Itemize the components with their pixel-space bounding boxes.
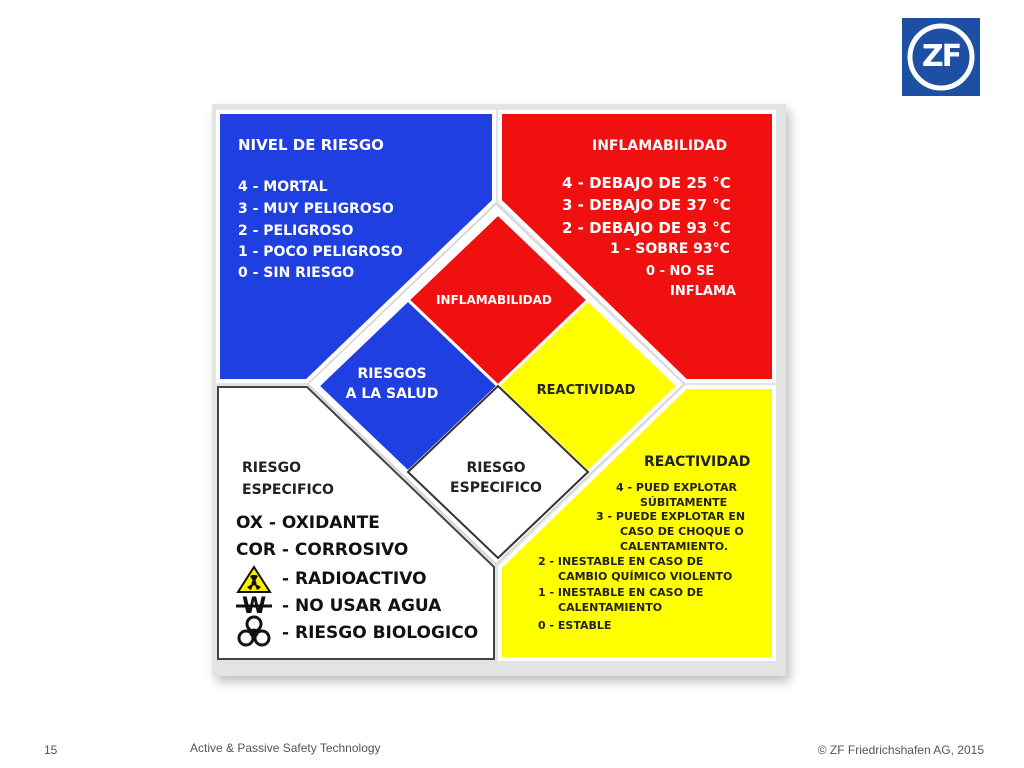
copyright: © ZF Friedrichshafen AG, 2015 bbox=[817, 743, 984, 757]
diamond-left-label: RIESGOS bbox=[357, 366, 426, 382]
specific-item: - NO USAR AGUA bbox=[282, 596, 442, 616]
logo-background bbox=[902, 18, 980, 96]
flammability-item: 4 - DEBAJO DE 25 °C bbox=[562, 174, 731, 192]
logo-text: ZF bbox=[921, 39, 962, 74]
diamond-bottom-label: RIESGO bbox=[466, 460, 525, 476]
biohazard-icon bbox=[237, 615, 271, 647]
health-item: 2 - PELIGROSO bbox=[238, 223, 354, 239]
health-item: 1 - POCO PELIGROSO bbox=[238, 244, 403, 260]
specific-item: COR - CORROSIVO bbox=[236, 540, 408, 560]
logo-ring bbox=[907, 23, 975, 91]
flammability-item: 3 - DEBAJO DE 37 °C bbox=[562, 196, 731, 214]
radioactive-icon bbox=[236, 565, 272, 593]
reactivity-item: 2 - INESTABLE EN CASO DE bbox=[538, 555, 703, 568]
reactivity-title: REACTIVIDAD bbox=[644, 454, 750, 470]
reactivity-item: 3 - PUEDE EXPLOTAR EN bbox=[596, 510, 745, 523]
reactivity-item: 0 - ESTABLE bbox=[538, 619, 611, 632]
no-water-icon: W bbox=[236, 594, 272, 619]
reactivity-item: CALENTAMIENTO. bbox=[620, 540, 728, 553]
specific-panel bbox=[217, 386, 495, 660]
reactivity-item: CALENTAMIENTO bbox=[558, 601, 662, 614]
diamond-right-label: REACTIVIDAD bbox=[537, 383, 636, 398]
reactivity-panel bbox=[498, 385, 776, 661]
flammability-panel bbox=[498, 110, 776, 383]
health-item: 4 - MORTAL bbox=[238, 179, 328, 195]
flammability-item: 1 - SOBRE 93°C bbox=[610, 241, 730, 257]
reactivity-item: CAMBIO QUÍMICO VIOLENTO bbox=[558, 570, 732, 583]
specific-title: RIESGO bbox=[242, 460, 301, 476]
flammability-item: INFLAMA bbox=[670, 284, 736, 299]
diamond-left-label: A LA SALUD bbox=[346, 386, 439, 402]
diamond-top-label: INFLAMABILIDAD bbox=[436, 293, 552, 307]
flammability-title: INFLAMABILIDAD bbox=[592, 138, 727, 154]
reactivity-item: CASO DE CHOQUE O bbox=[620, 525, 744, 538]
footer-title: Active & Passive Safety Technology bbox=[190, 741, 381, 755]
reactivity-item: 4 - PUED EXPLOTAR bbox=[616, 481, 738, 494]
health-item: 0 - SIN RIESGO bbox=[238, 265, 354, 281]
specific-item: - RADIOACTIVO bbox=[282, 569, 427, 589]
reactivity-item: 1 - INESTABLE EN CASO DE bbox=[538, 586, 703, 599]
specific-item: - RIESGO BIOLOGICO bbox=[282, 623, 478, 643]
health-title: NIVEL DE RIESGO bbox=[238, 136, 384, 154]
specific-title: ESPECIFICO bbox=[242, 482, 334, 498]
page-number: 15 bbox=[44, 743, 58, 757]
flammability-item: 0 - NO SE bbox=[646, 264, 714, 279]
diamond-bottom-label: ESPECIFICO bbox=[450, 480, 542, 496]
flammability-item: 2 - DEBAJO DE 93 °C bbox=[562, 219, 731, 237]
health-item: 3 - MUY PELIGROSO bbox=[238, 201, 394, 217]
nfpa-diagram: NIVEL DE RIESGO 4 - MORTAL 3 - MUY PELIG… bbox=[216, 110, 776, 661]
zf-logo: ZF bbox=[902, 18, 980, 96]
reactivity-item: SÚBITAMENTE bbox=[640, 496, 727, 509]
specific-item: OX - OXIDANTE bbox=[236, 513, 380, 533]
health-panel bbox=[216, 110, 496, 383]
diamond-bottom-white bbox=[406, 384, 590, 560]
